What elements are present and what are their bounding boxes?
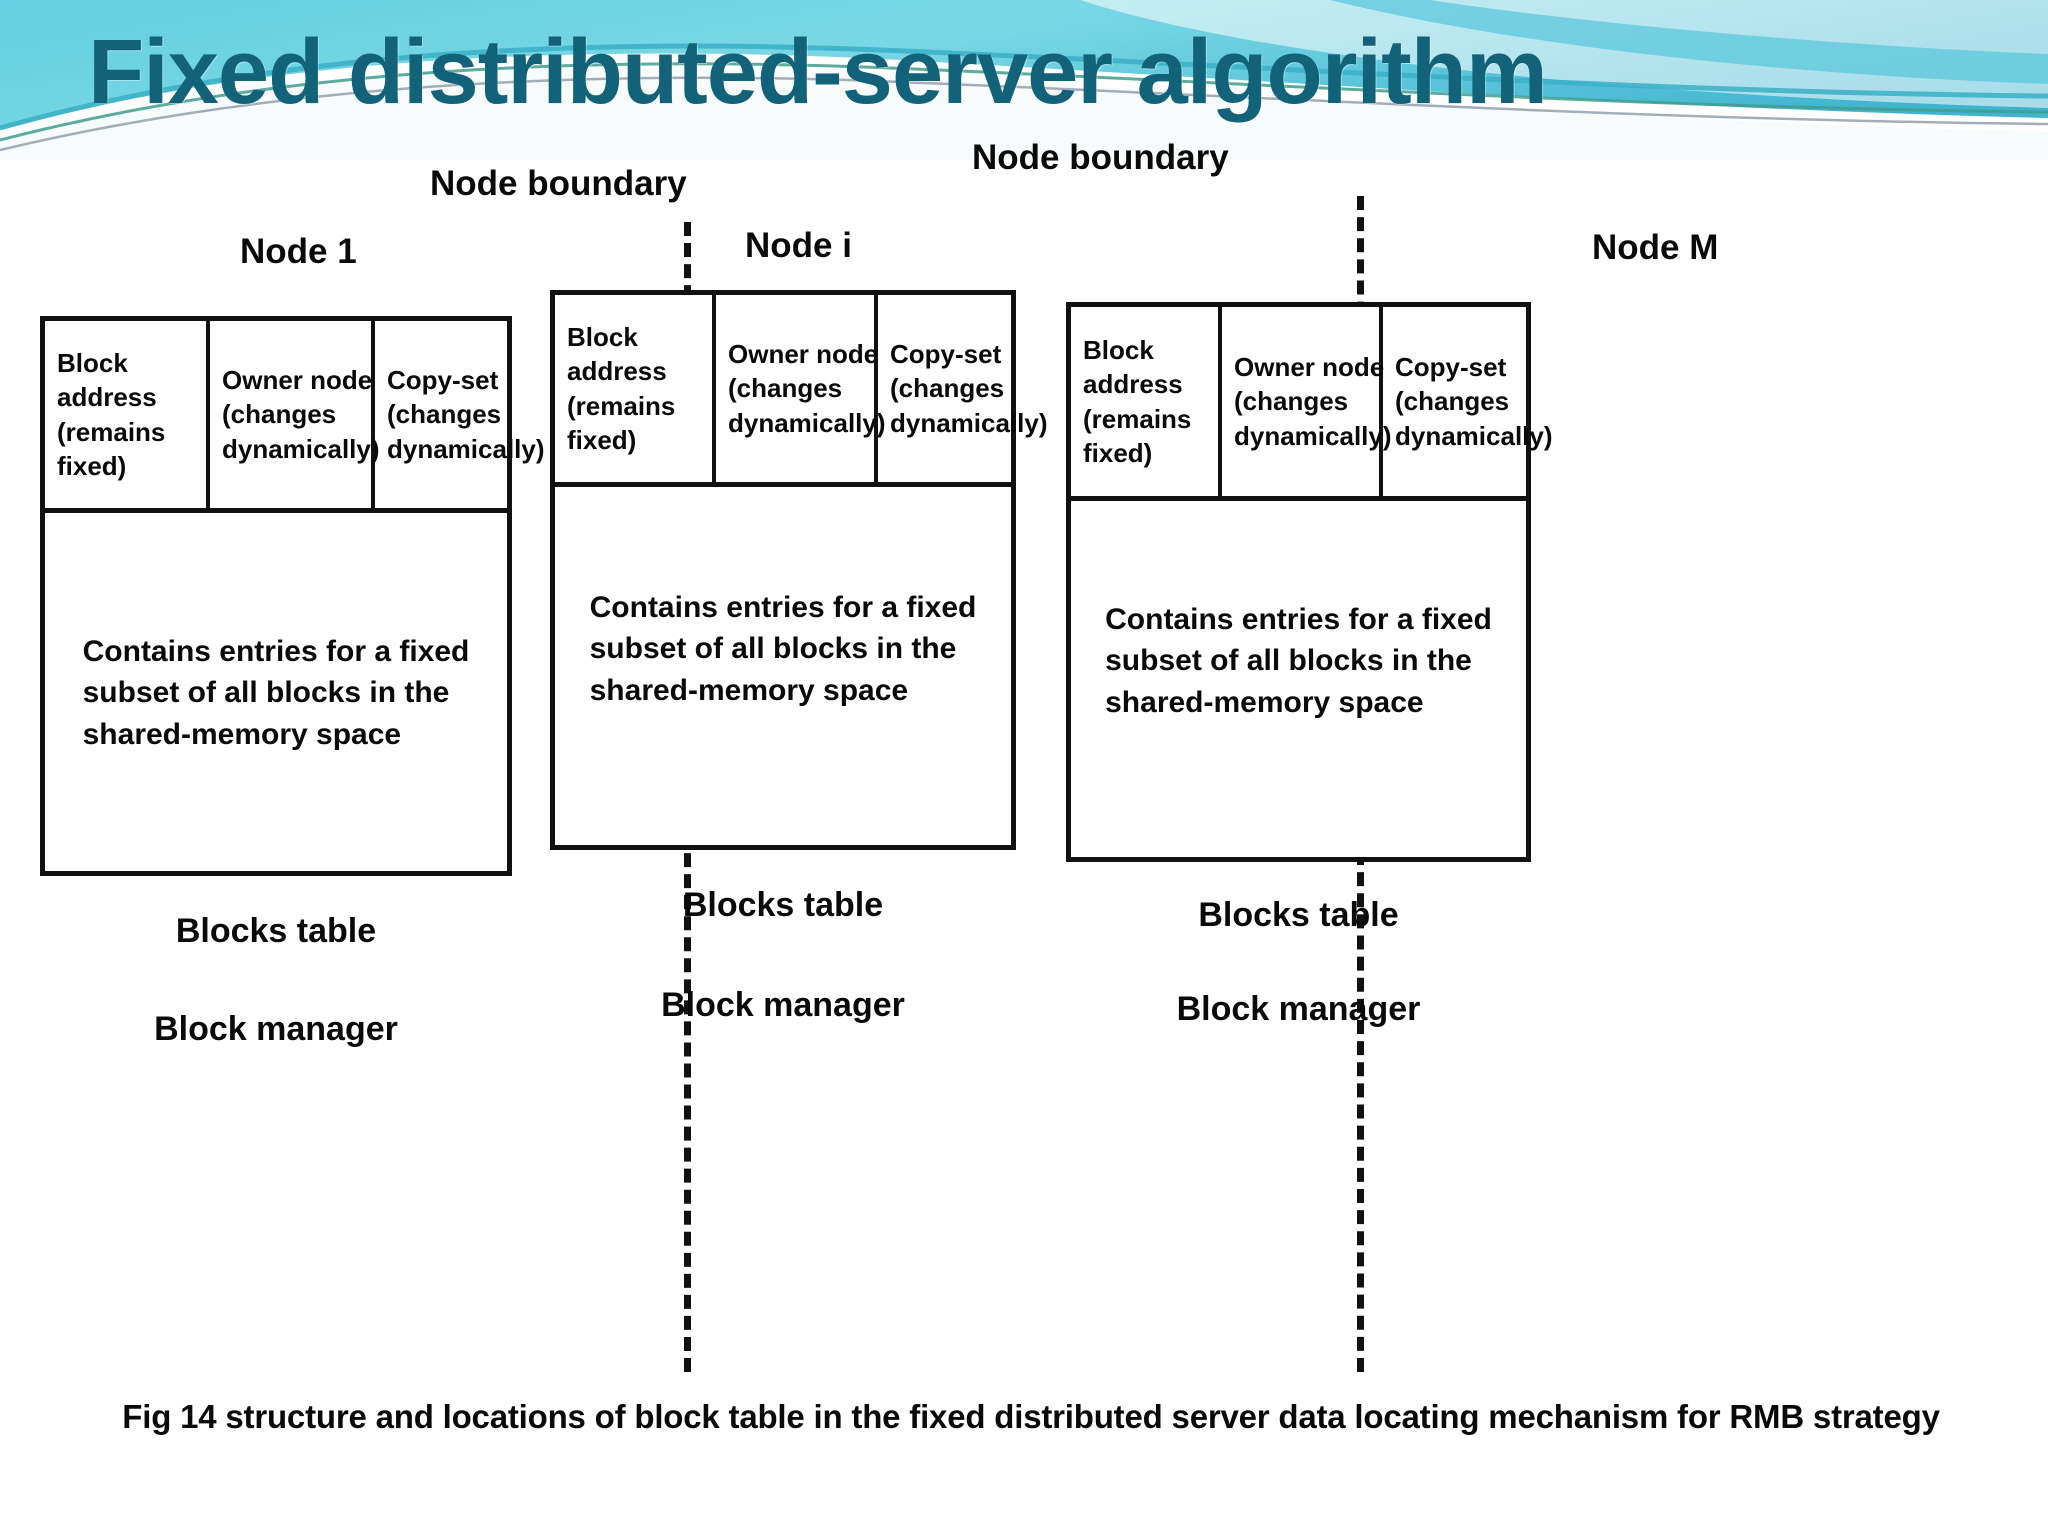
node-i-title: Node i xyxy=(745,226,852,265)
node-i-col-block-address: Block address (remains fixed) xyxy=(555,295,716,482)
node-1-block-manager-label: Block manager xyxy=(154,1010,398,1048)
node-m-header-row: Block address (remains fixed) Owner node… xyxy=(1071,307,1553,501)
node-1-blocks-table-label: Blocks table xyxy=(175,912,377,950)
node-1-col-owner-node: Owner node (changes dynamically) xyxy=(210,321,380,508)
node-m-col3-line2: (changes xyxy=(1395,386,1510,417)
node-i-col1-line2: (remains fixed) xyxy=(567,390,676,455)
header-wave-graphic xyxy=(0,0,2048,160)
node-i-body-line2: subset of all blocks in the xyxy=(589,632,957,666)
node-1-blocks-table: Block address (remains fixed) Owner node… xyxy=(40,316,545,876)
node-1-col3-line1: Copy-set xyxy=(387,365,499,396)
node-1-col2-line1: Owner node xyxy=(222,365,373,396)
node-i-col2-line3: dynamically) xyxy=(728,407,886,438)
node-1-title: Node 1 xyxy=(240,232,357,271)
node-m-col3-line3: dynamically) xyxy=(1395,420,1553,451)
node-1-body-line2: subset of all blocks in the xyxy=(82,676,450,710)
node-m-col2-line2: (changes xyxy=(1234,386,1349,417)
node-1-col1-line2: (remains fixed) xyxy=(57,416,166,481)
slide-header-banner: Fixed distributed-server algorithm xyxy=(0,0,2048,160)
node-m-body-line2: subset of all blocks in the xyxy=(1105,644,1472,678)
node-i-col3-line3: dynamically) xyxy=(890,407,1048,438)
node-m-blocks-table: Block address (remains fixed) Owner node… xyxy=(1066,302,1553,862)
node-i-body-line3: shared-memory space xyxy=(589,673,909,707)
node-m-col-block-address: Block address (remains fixed) xyxy=(1071,307,1222,496)
node-1-col1-line1: Block address xyxy=(57,347,157,413)
node-i-block-manager-label: Block manager xyxy=(661,986,905,1024)
node-m-col2-line3: dynamically) xyxy=(1234,420,1392,451)
node-i-blocks-table: Block address (remains fixed) Owner node… xyxy=(550,290,1048,850)
node-i-col2-line1: Owner node xyxy=(728,339,879,370)
node-m-body: Contains entries for a fixed subset of a… xyxy=(1071,501,1526,723)
node-1-col2-line2: (changes xyxy=(222,399,337,430)
node-m-col-owner-node: Owner node (changes dynamically) xyxy=(1222,307,1392,496)
figure-container: Node boundary Node boundary Node 1 Block… xyxy=(40,138,2010,1500)
node-i-col3-line1: Copy-set xyxy=(890,339,1002,370)
node-i-body: Contains entries for a fixed subset of a… xyxy=(555,487,1011,711)
node-1-col-copy-set: Copy-set (changes dynamically) xyxy=(375,321,545,508)
node-1-col-block-address: Block address (remains fixed) xyxy=(45,321,210,508)
node-m-body-line3: shared-memory space xyxy=(1105,685,1424,719)
node-boundary-label-1: Node boundary xyxy=(430,164,687,203)
node-1-col3-line3: dynamically) xyxy=(387,433,545,464)
node-1-col3-line2: (changes xyxy=(387,399,502,430)
page-title: Fixed distributed-server algorithm xyxy=(88,21,1548,123)
figure-caption: Fig 14 structure and locations of block … xyxy=(122,1398,1940,1435)
node-i-blocks-table-label: Blocks table xyxy=(682,886,884,924)
node-m-col-copy-set: Copy-set (changes dynamically) xyxy=(1383,307,1553,496)
node-m-col3-line1: Copy-set xyxy=(1395,352,1507,383)
node-i-col3-line2: (changes xyxy=(890,373,1005,404)
node-m-blocks-table-label: Blocks table xyxy=(1198,896,1399,934)
node-i-col2-line2: (changes xyxy=(728,373,843,404)
node-1-body-line1: Contains entries for a fixed xyxy=(82,635,470,668)
node-i-body-line1: Contains entries for a fixed xyxy=(589,591,977,624)
node-m-body-line1: Contains entries for a fixed xyxy=(1105,603,1492,636)
node-1-header-row: Block address (remains fixed) Owner node… xyxy=(45,321,545,513)
node-m-col1-line2: (remains fixed) xyxy=(1083,403,1192,468)
node-i-col1-line1: Block address xyxy=(567,321,667,387)
node-i-col-owner-node: Owner node (changes dynamically) xyxy=(716,295,886,482)
node-1-body: Contains entries for a fixed subset of a… xyxy=(45,513,507,755)
node-m-col2-line1: Owner node xyxy=(1234,352,1385,383)
node-m-block-manager-label: Block manager xyxy=(1176,990,1421,1028)
node-boundary-label-2: Node boundary xyxy=(972,138,1229,177)
node-1-col2-line3: dynamically) xyxy=(222,433,380,464)
node-m-title: Node M xyxy=(1592,228,1719,267)
node-i-header-row: Block address (remains fixed) Owner node… xyxy=(555,295,1048,487)
node-i-col-copy-set: Copy-set (changes dynamically) xyxy=(878,295,1048,482)
node-m-col1-line1: Block address xyxy=(1083,334,1183,400)
node-1-body-line3: shared-memory space xyxy=(82,717,402,751)
